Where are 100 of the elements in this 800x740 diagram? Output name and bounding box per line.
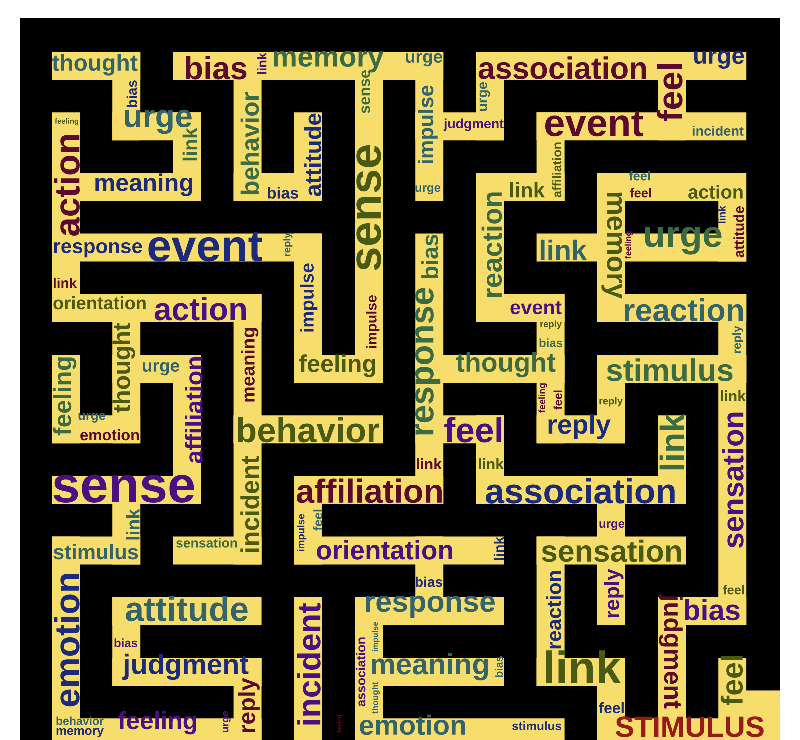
maze-word: feel xyxy=(630,188,652,198)
maze-word: link xyxy=(540,240,588,260)
maze-word: action xyxy=(688,185,743,199)
maze-word: judgment xyxy=(659,594,683,709)
maze-word: association xyxy=(478,56,646,80)
maze-word: attitude xyxy=(126,596,248,622)
maze-word: reply xyxy=(540,320,562,330)
maze-word: attitude xyxy=(304,114,322,196)
maze-word: incident xyxy=(692,126,744,136)
maze-word: sense xyxy=(356,146,382,270)
maze-word: link xyxy=(660,414,684,470)
maze-word: meaning xyxy=(96,174,192,196)
maze-word: urge xyxy=(600,522,625,530)
maze-word: response xyxy=(54,242,142,258)
maze-word: feel xyxy=(554,390,562,410)
maze-word: urge xyxy=(78,413,106,423)
maze-word: urge xyxy=(694,51,744,69)
maze-word: behavior xyxy=(240,92,260,194)
maze-word: attitude xyxy=(734,206,744,258)
maze-word: bias xyxy=(416,576,442,588)
maze-word: action xyxy=(54,135,80,236)
maze-word: sense xyxy=(362,70,370,114)
maze-word: link xyxy=(417,458,442,470)
maze-word: feel xyxy=(723,585,744,595)
maze-word: link xyxy=(257,52,267,74)
maze-word: judgment xyxy=(122,654,249,680)
maze-word: behavior xyxy=(56,716,104,726)
maze-word: feel xyxy=(313,510,323,531)
maze-word: sensation xyxy=(542,540,682,562)
maze-word: urge xyxy=(480,82,490,112)
maze-word: reply xyxy=(604,569,624,618)
maze-word: feel xyxy=(720,656,744,706)
maze-word: memory xyxy=(56,728,104,738)
maze-word: reply xyxy=(732,326,744,354)
maze-word: meaning xyxy=(372,653,488,681)
maze-word: bias xyxy=(540,338,563,348)
maze-word: link xyxy=(126,508,140,540)
maze-word: response xyxy=(415,288,441,435)
maze-word: impulse xyxy=(297,514,307,552)
maze-word: thought xyxy=(112,323,136,413)
maze-word: reply xyxy=(548,414,611,440)
maze-word: stimulus xyxy=(512,722,562,730)
maze-word: impulse xyxy=(366,295,380,348)
maze-word: behavior xyxy=(238,417,380,443)
maze-word: affiliation xyxy=(185,358,203,464)
maze-word: event xyxy=(510,301,562,315)
maze-word: meaning xyxy=(241,328,259,402)
maze-word: impulse xyxy=(418,86,438,164)
maze-word: thought xyxy=(456,352,556,378)
maze-word: feel xyxy=(599,702,624,714)
maze-word: affiliation xyxy=(552,142,562,198)
maze-word: bias xyxy=(186,56,247,80)
maze-word: bias xyxy=(126,80,138,108)
maze-word: impulse xyxy=(300,264,318,332)
maze-word: feel xyxy=(444,417,502,443)
maze-word: link xyxy=(479,458,504,470)
maze-word: link xyxy=(546,650,622,684)
maze-word: action xyxy=(154,297,246,321)
maze-word: reaction xyxy=(625,298,744,322)
maze-word: event xyxy=(148,232,262,262)
maze-word: judgment xyxy=(444,118,504,132)
maze-word: incident xyxy=(240,456,260,552)
maze-word: bias xyxy=(494,656,504,678)
maze-word: reaction xyxy=(546,571,562,649)
maze-word: urge xyxy=(143,362,180,376)
maze-word: sensation xyxy=(722,412,744,548)
maze-word: feel xyxy=(629,171,650,181)
maze-word: bias xyxy=(114,638,138,648)
maze-word: sensation xyxy=(176,538,238,548)
maze-word: feeling xyxy=(624,232,634,259)
maze-word: memory xyxy=(602,192,622,299)
maze-word: link xyxy=(721,390,746,402)
maze-word: link xyxy=(718,206,726,224)
maze-word: feeling xyxy=(299,354,376,378)
maze-word: affiliation xyxy=(296,478,442,504)
maze-word: urge xyxy=(416,186,441,194)
maze-word: emotion xyxy=(360,714,466,736)
maze-word: urge xyxy=(223,711,231,732)
maze-word: memory xyxy=(274,51,384,73)
maze-word: bias xyxy=(422,234,438,278)
maze-word: thought xyxy=(372,682,380,714)
maze-word: thought xyxy=(52,54,138,76)
maze-word: stimulus xyxy=(54,544,138,560)
maze-word: link xyxy=(54,278,78,288)
maze-word: bias xyxy=(684,599,740,621)
maze-word: bias xyxy=(268,187,298,199)
maze-word: urge xyxy=(406,53,442,67)
maze-word: association xyxy=(486,478,675,504)
maze-word: reply xyxy=(600,397,623,407)
maze-word: feel xyxy=(657,64,683,122)
maze-word: reply xyxy=(238,678,260,732)
maze-word: stimulus xyxy=(607,358,733,382)
maze-word: emotion xyxy=(80,429,140,441)
maze-word: sense xyxy=(54,475,194,503)
maze-word: feeling xyxy=(53,358,77,436)
maze-word: link xyxy=(494,536,504,560)
maze-word: event xyxy=(545,111,644,137)
maze-word: orientation xyxy=(54,296,146,310)
maze-word: orientation xyxy=(317,540,452,560)
maze-word: feeling xyxy=(538,384,548,413)
